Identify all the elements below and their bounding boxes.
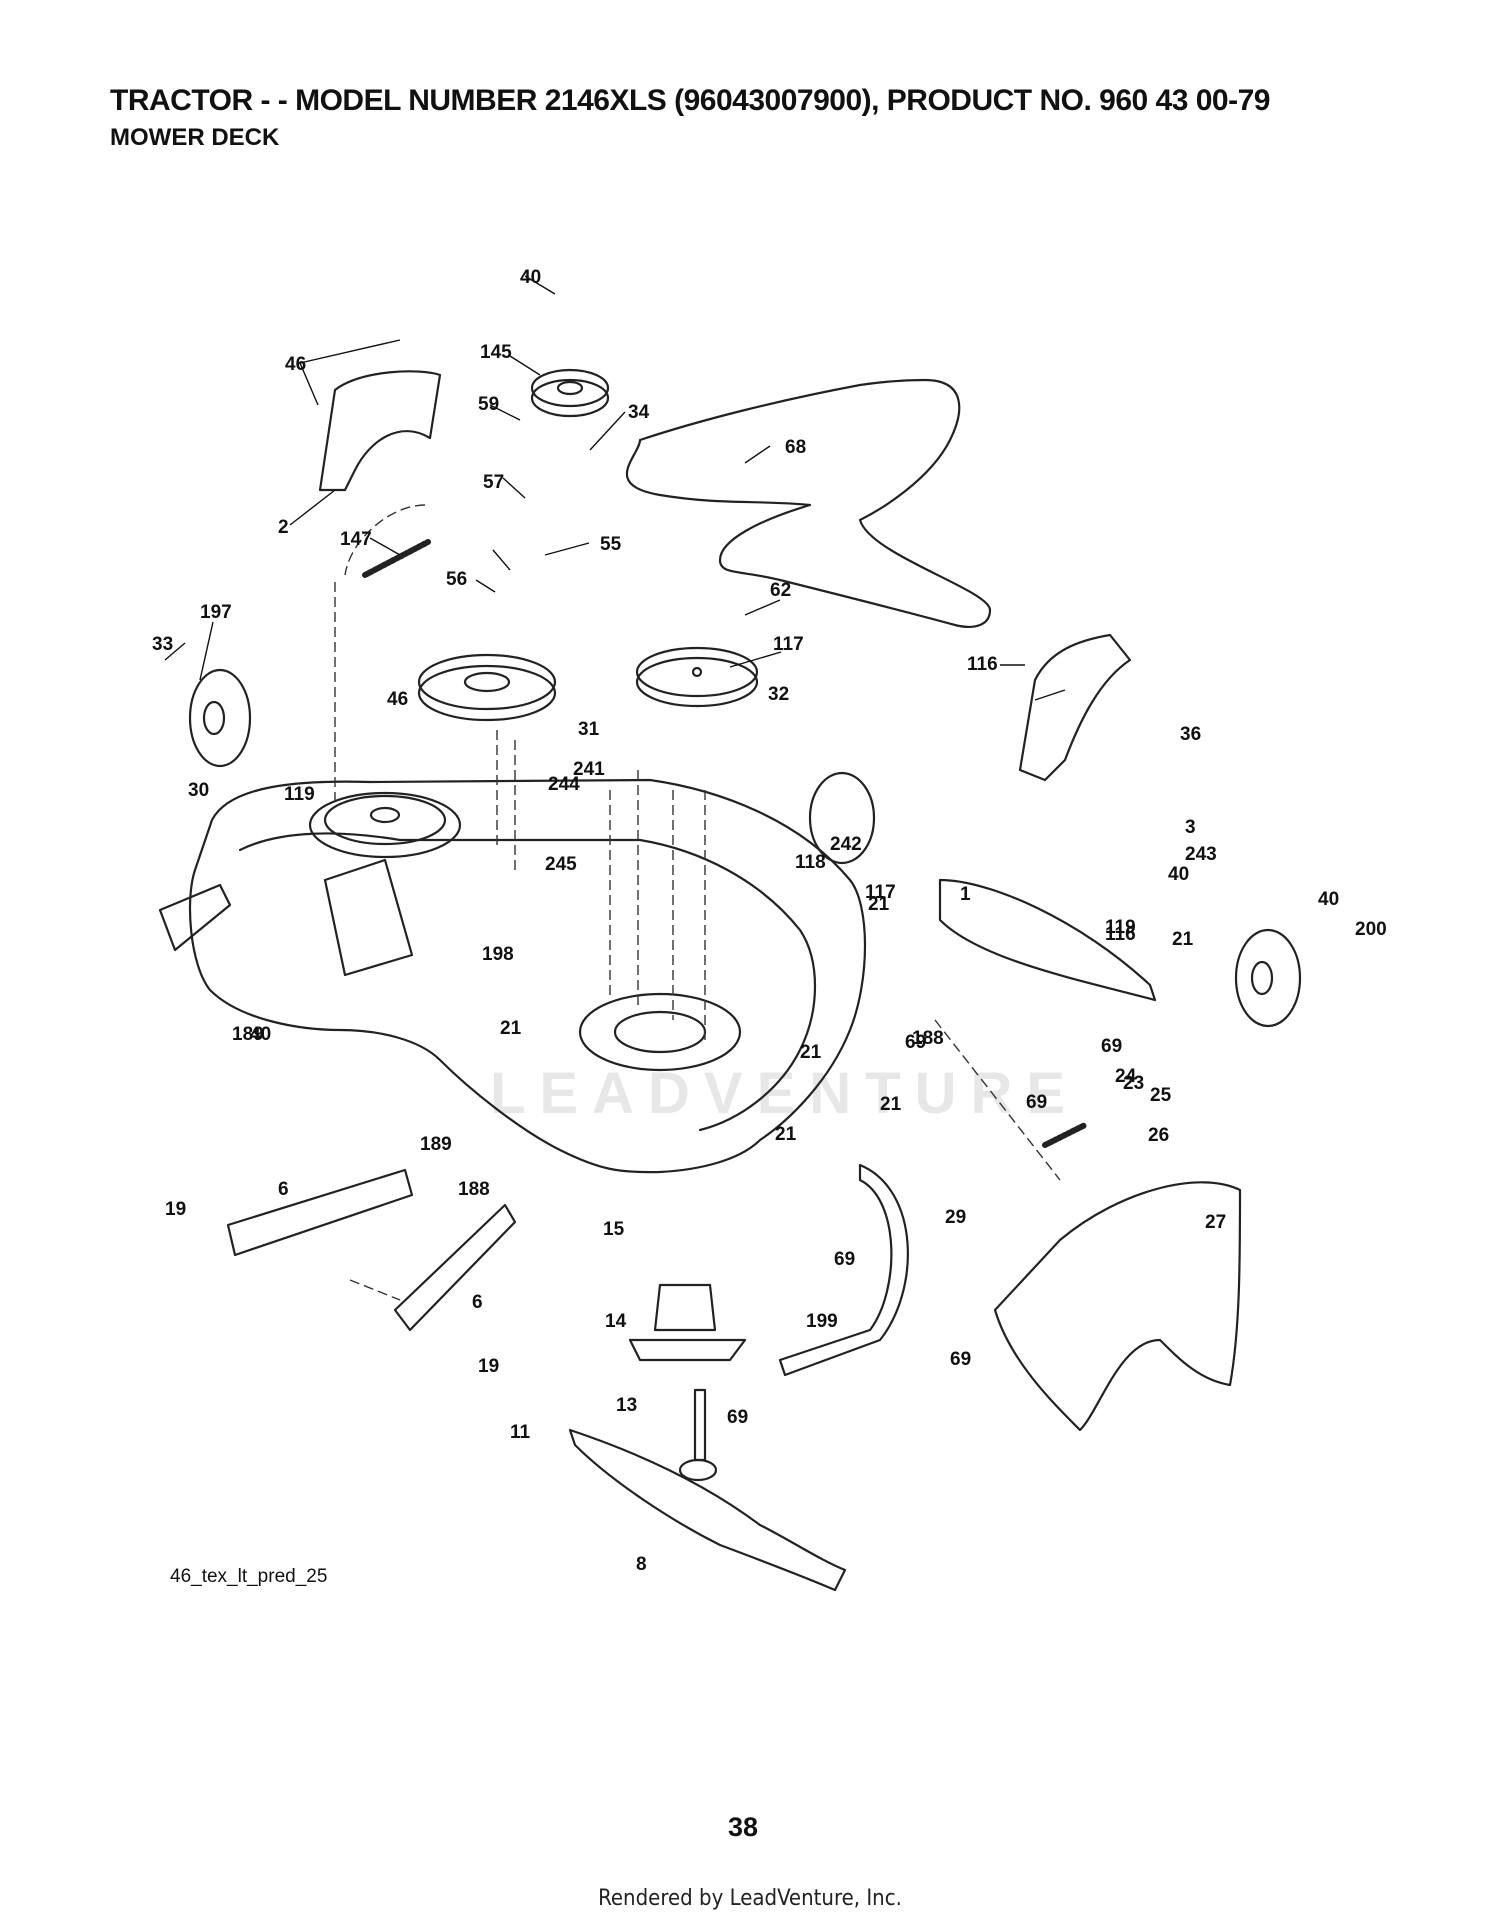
part-callout: 19: [165, 1199, 186, 1220]
part-callout: 6: [472, 1292, 483, 1313]
part-callout: 11: [510, 1422, 531, 1443]
part-callout: 68: [785, 437, 806, 458]
part-callout: 55: [600, 534, 622, 555]
part-callout: 117: [865, 882, 896, 903]
part-callout: 69: [727, 1407, 748, 1428]
part-callout: 21: [775, 1124, 797, 1145]
part-callout: 69: [1101, 1036, 1122, 1057]
part-callout: 40: [1168, 864, 1189, 885]
part-callout: 69: [950, 1349, 971, 1370]
watermark: LEADVENTURE: [490, 1061, 1080, 1126]
part-callout: 245: [545, 854, 577, 875]
part-callout: 243: [1185, 844, 1217, 865]
part-callout: 56: [446, 569, 467, 590]
page-title: TRACTOR - - MODEL NUMBER 2146XLS (960430…: [110, 84, 1270, 117]
part-callout: 59: [478, 394, 499, 415]
mower-deck-shape: [188, 778, 867, 1174]
part-callout: 23: [1123, 1073, 1144, 1094]
part-callout: 46: [285, 354, 306, 375]
diagram-code: 46_tex_lt_pred_25: [170, 1566, 328, 1587]
part-callout: 13: [616, 1395, 637, 1416]
part-callout: 6: [278, 1179, 289, 1200]
part-callout: 24: [1115, 1066, 1137, 1087]
part-callout: 29: [945, 1207, 966, 1228]
part-callout: 57: [483, 472, 504, 493]
part-callout: 32: [768, 684, 789, 705]
part-callout: 69: [834, 1249, 855, 1270]
part-callout: 27: [1205, 1212, 1226, 1233]
part-callout: 14: [605, 1311, 627, 1332]
part-callout: 15: [603, 1219, 625, 1240]
part-callout: 119: [284, 784, 315, 805]
page-subtitle: MOWER DECK: [110, 124, 280, 151]
part-callout: 200: [1355, 919, 1387, 940]
part-callout: 188: [912, 1028, 944, 1049]
part-callout: 31: [578, 719, 600, 740]
part-callout: 199: [806, 1311, 838, 1332]
part-callout: 21: [800, 1042, 822, 1063]
part-callout: 116: [967, 654, 998, 675]
part-callout: 40: [1318, 889, 1339, 910]
footer-credit: Rendered by LeadVenture, Inc.: [598, 1886, 902, 1911]
part-callout: 36: [1180, 724, 1201, 745]
part-callout: 242: [830, 834, 862, 855]
part-callout: 147: [340, 529, 372, 550]
part-callout: 244: [548, 774, 580, 795]
part-callout: 62: [770, 580, 791, 601]
part-callout: 116: [1105, 924, 1136, 945]
part-callout: 119: [1105, 917, 1136, 938]
part-callout: 69: [1026, 1092, 1047, 1113]
part-callout: 197: [200, 602, 232, 623]
part-callout: 26: [1148, 1125, 1169, 1146]
page-number: 38: [728, 1812, 759, 1842]
drive-belt: [625, 378, 992, 628]
part-callout: 188: [458, 1179, 490, 1200]
part-callout: 21: [880, 1094, 902, 1115]
part-callout: 34: [628, 402, 650, 423]
part-callout: 198: [482, 944, 514, 965]
part-callout: 19: [478, 1356, 499, 1377]
part-callout: 69: [905, 1032, 926, 1053]
part-callout: 40: [520, 267, 541, 288]
part-callout: 189: [420, 1134, 452, 1155]
part-callout: 241: [573, 759, 605, 780]
part-callout: 2: [278, 517, 289, 538]
part-callout: 30: [188, 780, 209, 801]
part-callout: 1: [960, 884, 971, 905]
part-callout: 40: [250, 1024, 271, 1045]
part-callout: 46: [387, 689, 408, 710]
part-callout: 8: [636, 1554, 647, 1575]
part-callout: 21: [868, 894, 890, 915]
part-callout: 21: [500, 1018, 522, 1039]
mower-blade: [568, 1428, 847, 1592]
part-callout: 118: [795, 852, 826, 873]
part-callout: 25: [1150, 1085, 1172, 1106]
discharge-chute: [993, 1181, 1242, 1432]
part-callout: 33: [152, 634, 173, 655]
part-callout: 3: [1185, 817, 1196, 838]
part-callout: 145: [480, 342, 512, 363]
part-callout: 189: [232, 1024, 264, 1045]
part-callout: 21: [1172, 929, 1194, 950]
part-callout: 117: [773, 634, 804, 655]
